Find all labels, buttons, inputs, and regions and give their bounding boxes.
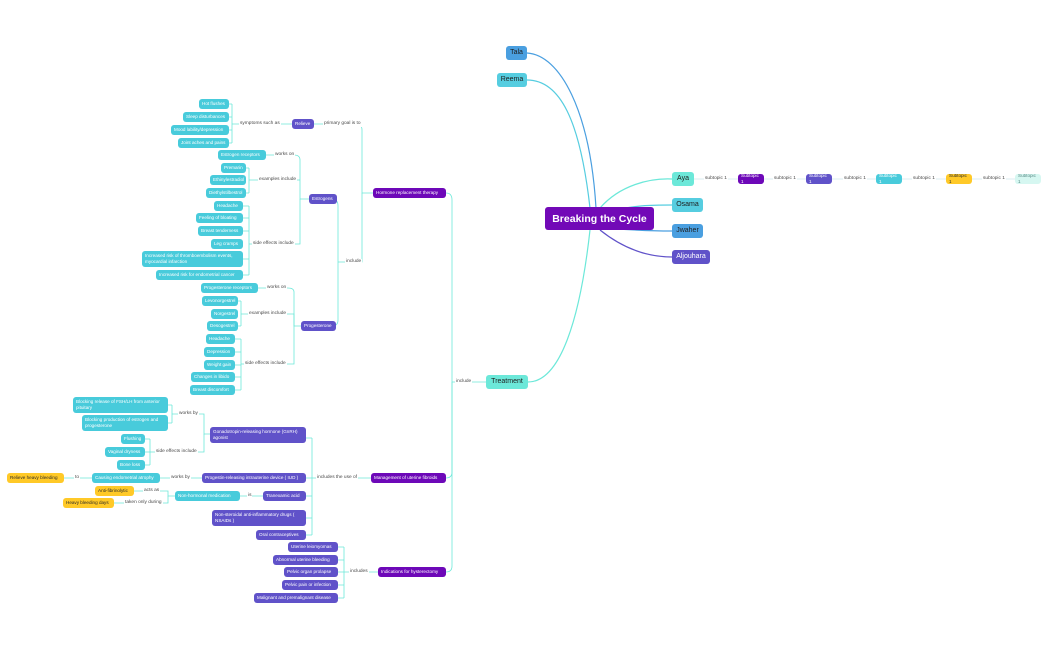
example-node[interactable]: Diethylstilbestrol (206, 188, 246, 198)
subtopic-node[interactable]: Subtopic 1 (738, 174, 764, 184)
goal-node[interactable]: Relieve heavy bleeding (7, 473, 64, 483)
relation-label: works by (178, 411, 199, 417)
side-effect-node[interactable]: Weight gain (204, 360, 235, 370)
subtopic-connector: subtopic 1 (773, 176, 797, 182)
relation-label: works on (266, 285, 288, 291)
indication-node[interactable]: Pelvic organ prolapse (284, 567, 338, 577)
member-node-aljouhara[interactable]: Aljouhara (672, 250, 710, 264)
relation-label: taken only during (124, 500, 163, 506)
subtopic-connector: subtopic 1 (704, 176, 728, 182)
side-effect-node[interactable]: Increased risk of thromboembolism events… (142, 251, 243, 267)
example-node[interactable]: Ethinylestradiol (210, 175, 246, 185)
subtopic-node[interactable]: Subtopic 1 (946, 174, 972, 184)
relation-label: works by (170, 475, 191, 481)
antifibrinolytic-node[interactable]: Anti-fibrinolytic (95, 486, 134, 496)
relation-label: examples include (248, 311, 288, 317)
indication-node[interactable]: Uterine leiomyomas (288, 542, 338, 552)
indication-node[interactable]: Abnormal uterine bleeding (273, 555, 338, 565)
relation-label: include (345, 259, 363, 265)
relation-label: is (247, 493, 253, 499)
side-effect-node[interactable]: Increased risk for endometrial cancer (156, 270, 243, 280)
fibroids-node[interactable]: Management of uterine fibroids (371, 473, 446, 483)
subtopic-node[interactable]: Subtopic 1 (876, 174, 902, 184)
relation-label: examples include (258, 177, 298, 183)
side-effect-node[interactable]: Breast discomfort (190, 385, 235, 395)
indication-node[interactable]: Malignant and premalignant disease (254, 593, 338, 603)
symptom-node[interactable]: Mood lability/depression (171, 125, 229, 135)
relation-label: acts as (143, 488, 161, 494)
subtopic-node[interactable]: Subtopic 1 (806, 174, 832, 184)
nonhormonal-node[interactable]: Non-hormonal medication (175, 491, 240, 501)
treatment-node[interactable]: Treatment (486, 375, 528, 389)
subtopic-connector: subtopic 1 (912, 176, 936, 182)
indication-node[interactable]: Pelvic pain or infection (282, 580, 338, 590)
mechanism-node[interactable]: Causing endometrial atrophy (92, 473, 160, 483)
symptom-node[interactable]: Hot flushes (199, 99, 229, 109)
side-effect-node[interactable]: Vaginal dryness (105, 447, 145, 457)
central-topic[interactable]: Breaking the Cycle (545, 207, 654, 230)
example-node[interactable]: Desogestrel (207, 321, 238, 331)
member-node-jwaher[interactable]: Jwaher (672, 224, 703, 238)
member-node-aya[interactable]: Aya (672, 172, 694, 186)
bleeding-days-node[interactable]: Heavy bleeding days (63, 498, 114, 508)
side-effect-node[interactable]: Depression (204, 347, 235, 357)
hrt-node[interactable]: Hormone replacement therapy (373, 188, 446, 198)
relation-label: side effects include (252, 241, 295, 247)
receptor-node[interactable]: Progesterone receptors (201, 283, 258, 293)
relation-label: to (74, 475, 81, 481)
relation-label: symptoms such as (239, 121, 281, 127)
hysterectomy-node[interactable]: Indications for hysterectomy (378, 567, 446, 577)
member-node-osama[interactable]: Osama (672, 198, 703, 212)
side-effect-node[interactable]: Changes in libido (191, 372, 235, 382)
relation-label: side effects include (244, 361, 287, 367)
receptor-node[interactable]: Estrogen receptors (218, 150, 266, 160)
relation-label: side effects include (155, 449, 198, 455)
member-node-tala[interactable]: Tala (506, 46, 527, 60)
relation-label: includes the use of (316, 475, 359, 481)
subtopic-connector: subtopic 1 (843, 176, 867, 182)
relation-label: include (455, 379, 473, 385)
relation-label: includes (349, 569, 369, 575)
side-effect-node[interactable]: Headache (214, 201, 243, 211)
iud-node[interactable]: Progestin-releasing intrauterine device … (202, 473, 306, 483)
mechanism-node[interactable]: Blocking production of estrogen and prog… (82, 415, 168, 431)
relation-label: primary goal is to (323, 121, 362, 127)
side-effect-node[interactable]: Leg cramps (211, 239, 243, 249)
mechanism-node[interactable]: Blocking release of FSH/LH from anterior… (73, 397, 168, 413)
tranexamic-node[interactable]: Tranexamic acid (263, 491, 306, 501)
side-effect-node[interactable]: Flushing (121, 434, 145, 444)
subtopic-node[interactable]: Subtopic 1 (1015, 174, 1041, 184)
gnrh-node[interactable]: Gonadotropin-releasing hormone (GnRH) ag… (210, 427, 306, 443)
estrogens-node[interactable]: Estrogens (309, 194, 337, 204)
ocp-node[interactable]: Oral contraceptives (256, 530, 306, 540)
relation-label: works on (274, 152, 296, 158)
subtopic-connector: subtopic 1 (982, 176, 1006, 182)
member-node-reema[interactable]: Reema (497, 73, 527, 87)
nsaids-node[interactable]: Non-steroidal anti-inflammatory drugs ( … (212, 510, 306, 526)
progesterone-node[interactable]: Progesterone (301, 321, 336, 331)
example-node[interactable]: Norgestrel (211, 309, 238, 319)
example-node[interactable]: Premarin (221, 163, 246, 173)
example-node[interactable]: Levonorgestrel (202, 296, 238, 306)
side-effect-node[interactable]: Breast tenderness (198, 226, 243, 236)
side-effect-node[interactable]: Feeling of bloating (196, 213, 243, 223)
relieve-node[interactable]: Relieve (292, 119, 314, 129)
side-effect-node[interactable]: Headache (206, 334, 235, 344)
side-effect-node[interactable]: Bone loss (117, 460, 145, 470)
symptom-node[interactable]: Sleep disturbances (183, 112, 229, 122)
symptom-node[interactable]: Joint aches and pains (178, 138, 229, 148)
